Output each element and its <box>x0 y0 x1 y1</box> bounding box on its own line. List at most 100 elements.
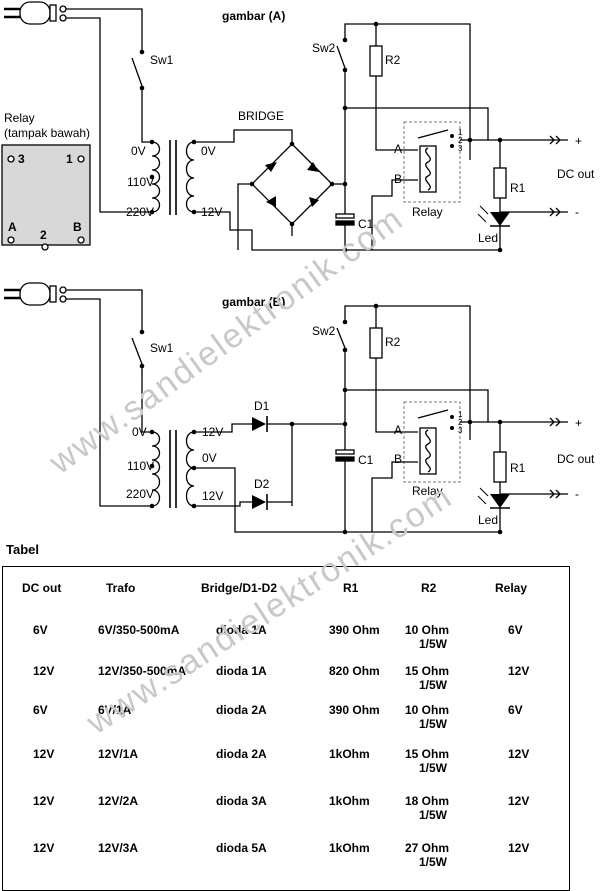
relay-pin-a: A <box>394 142 402 156</box>
cell-r1: 1kOhm <box>329 794 370 808</box>
diagram-b-title: gambar (B) <box>222 295 285 309</box>
primary-tap-220v: 220V <box>126 205 154 219</box>
r2-label: R2 <box>385 53 401 67</box>
cell-r1: 1kOhm <box>329 841 370 855</box>
bridge-rectifier <box>251 143 333 225</box>
secondary-tap-0v: 0V <box>201 144 216 158</box>
cell-r2-wattage: 1/5W <box>419 761 448 775</box>
relay-pinout: Relay (tampak bawah) 3 1 A 2 B <box>1 111 91 251</box>
cell-r1: 1kOhm <box>329 747 370 761</box>
d1-diode <box>252 416 268 432</box>
cell-relay: 12V <box>508 664 530 678</box>
cell-r2: 10 Ohm <box>405 703 450 717</box>
primary-tap-0v: 0V <box>132 425 147 439</box>
cell-trafo: 12V/350-500mA <box>98 664 187 678</box>
relay-pinout-subtitle: (tampak bawah) <box>4 126 90 140</box>
sw2-label: Sw2 <box>312 41 336 55</box>
cell-trafo: 12V/1A <box>98 747 139 761</box>
ac-plug-icon <box>4 1 57 25</box>
pinout-pin-2: 2 <box>40 228 47 242</box>
relay-bottom-view <box>1 144 91 246</box>
cell-r2-wattage: 1/5W <box>419 717 448 731</box>
relay-component <box>403 401 461 483</box>
cell-dc-out: 12V <box>33 664 55 678</box>
r1-resistor <box>493 451 507 483</box>
cell-bridge: dioda 2A <box>216 747 267 761</box>
cell-relay: 6V <box>508 623 523 637</box>
cell-r2: 15 Ohm <box>405 664 450 678</box>
cell-r1: 820 Ohm <box>329 664 380 678</box>
relay-component <box>403 121 461 203</box>
led-icon <box>477 487 510 509</box>
relay-label: Relay <box>412 484 443 498</box>
circuit-diagram-a: gambar (A) Sw1 0V <box>4 1 595 253</box>
dc-out-minus-arrow-icon <box>540 207 568 217</box>
column-header-trafo: Trafo <box>106 581 136 595</box>
cell-relay: 12V <box>508 747 530 761</box>
cell-bridge: dioda 1A <box>216 664 267 678</box>
cell-bridge: dioda 2A <box>216 703 267 717</box>
cell-trafo: 12V/2A <box>98 794 139 808</box>
dc-out-plus-label: + <box>575 134 582 148</box>
cell-r2: 27 Ohm <box>405 841 450 855</box>
pinout-pin-1: 1 <box>66 152 73 166</box>
relay-contact-1: 1 <box>458 128 463 137</box>
cell-relay: 12V <box>508 794 530 808</box>
cell-bridge: dioda 5A <box>216 841 267 855</box>
transformer <box>151 140 195 215</box>
relay-pin-b: B <box>394 452 402 466</box>
dc-out-minus-label: - <box>575 487 579 501</box>
column-header-r1: R1 <box>343 581 359 595</box>
dc-out-minus-label: - <box>575 205 579 219</box>
circuit-schematic: gambar (A) Sw1 0V <box>1 1 595 535</box>
r2-resistor <box>369 45 383 77</box>
sw1-label: Sw1 <box>150 53 174 67</box>
diagram-a-title: gambar (A) <box>222 9 285 23</box>
cell-dc-out: 6V <box>33 703 48 717</box>
c1-label: C1 <box>358 217 374 231</box>
relay-pin-b: B <box>394 172 402 186</box>
cell-trafo: 6V/1A <box>98 703 132 717</box>
primary-tap-0v: 0V <box>131 144 146 158</box>
cell-r2: 18 Ohm <box>405 794 450 808</box>
cell-bridge: dioda 1A <box>216 623 267 637</box>
r2-label: R2 <box>385 335 401 349</box>
relay-pinout-title: Relay <box>4 111 35 125</box>
cell-dc-out: 6V <box>33 623 48 637</box>
r1-resistor <box>493 167 507 199</box>
dc-out-plus-arrow-icon <box>540 417 568 427</box>
sw2-label: Sw2 <box>312 324 336 338</box>
cell-r2-wattage: 1/5W <box>419 637 448 651</box>
parts-table: DC out Trafo Bridge/D1-D2 R1 R2 Relay 6V… <box>2 566 570 891</box>
cell-relay: 12V <box>508 841 530 855</box>
cell-bridge: dioda 3A <box>216 794 267 808</box>
dc-out-minus-arrow-icon <box>540 489 568 499</box>
cell-trafo: 6V/350-500mA <box>98 623 180 637</box>
d1-label: D1 <box>254 399 270 413</box>
cell-r2-wattage: 1/5W <box>419 678 448 692</box>
watermark-text: www.sandielektronik.com <box>42 199 411 482</box>
transformer <box>151 430 195 508</box>
c1-capacitor <box>335 449 355 455</box>
column-header-dc-out: DC out <box>22 581 62 595</box>
relay-pin-a: A <box>394 423 402 437</box>
cell-trafo: 12V/3A <box>98 841 139 855</box>
cell-r2-wattage: 1/5W <box>419 855 448 869</box>
cell-r2: 15 Ohm <box>405 747 450 761</box>
relay-contact-1: 1 <box>458 410 463 419</box>
cell-r1: 390 Ohm <box>329 623 380 637</box>
column-header-r2: R2 <box>421 581 437 595</box>
pinout-pin-3: 3 <box>18 152 25 166</box>
cell-r2: 10 Ohm <box>405 623 450 637</box>
cell-dc-out: 12V <box>33 841 55 855</box>
led-label: Led <box>478 231 498 245</box>
primary-tap-110v: 110V <box>127 175 154 189</box>
relay-contact-3: 3 <box>458 144 463 153</box>
dc-out-plus-label: + <box>575 416 582 430</box>
pinout-pin-a: A <box>8 220 17 234</box>
relay-contact-3: 3 <box>458 426 463 435</box>
led-label: Led <box>478 513 498 527</box>
secondary-tap-12v-bottom: 12V <box>202 489 223 503</box>
cell-r1: 390 Ohm <box>329 703 380 717</box>
